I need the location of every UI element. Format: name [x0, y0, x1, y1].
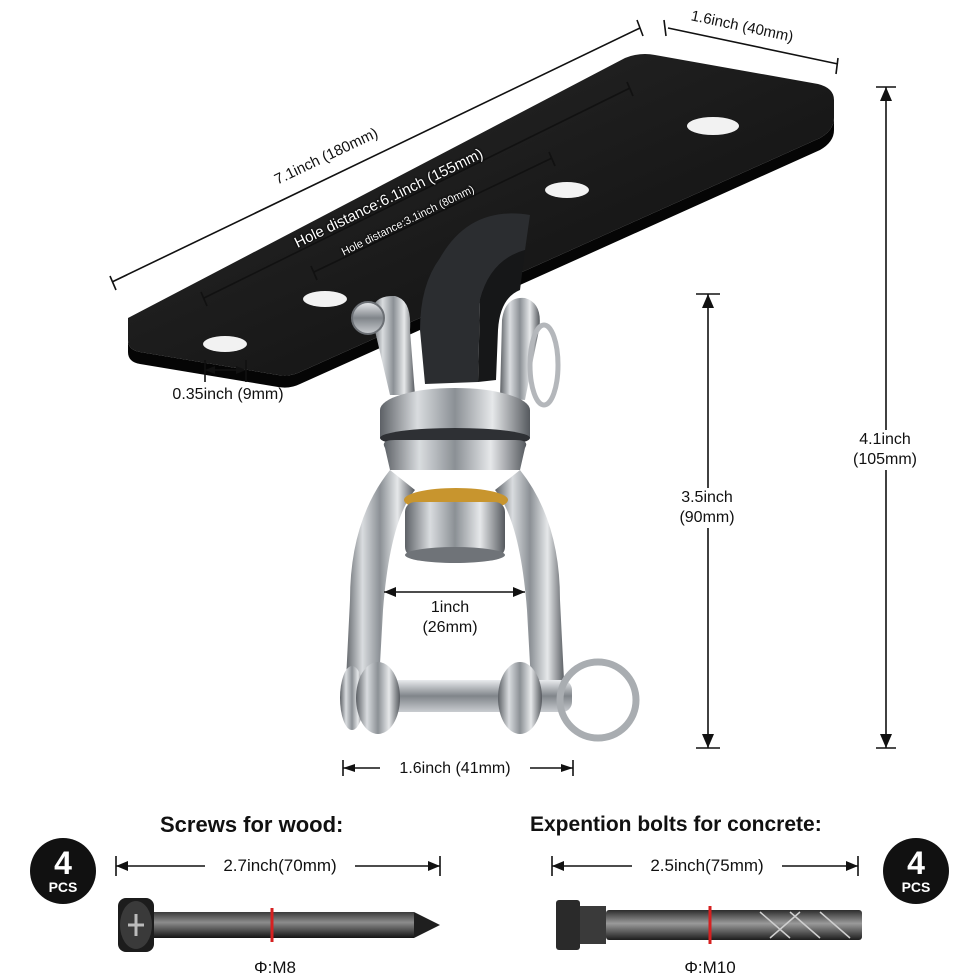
bolt-diameter-label: Φ:M10	[684, 958, 736, 977]
screws-unit: PCS	[48, 879, 78, 895]
bolt-length-label: 2.5inch(75mm)	[632, 856, 782, 876]
screw-length-label: 2.7inch(70mm)	[205, 856, 355, 876]
expansion-bolt	[556, 900, 862, 950]
dimension-arrowheads	[116, 87, 892, 871]
bolts-quantity-badge: 4 PCS	[883, 838, 949, 904]
dimension-lines	[109, 19, 896, 876]
screws-heading: Screws for wood:	[160, 812, 344, 837]
hole-diameter-label: 0.35inch (9mm)	[172, 386, 284, 403]
swivel-height-mm: (90mm)	[679, 509, 735, 526]
swivel-height-label: 3.5inch (90mm)	[662, 488, 752, 528]
swivel-height-inch: 3.5inch	[681, 489, 733, 506]
shackle-width-label: 1.6inch (41mm)	[380, 759, 530, 779]
mounting-hole-4	[687, 117, 739, 135]
screws-count: 4	[54, 845, 72, 881]
shackle-gap-inch: 1inch	[430, 599, 470, 616]
screws-quantity-badge: 4 PCS	[30, 838, 96, 904]
bolts-unit: PCS	[901, 879, 931, 895]
shackle-gap-mm: (26mm)	[422, 619, 478, 636]
bolts-heading: Expention bolts for concrete:	[530, 813, 822, 836]
screw-diameter-label: Φ:M8	[254, 958, 296, 977]
mounting-hole-3	[545, 182, 589, 198]
wood-screw	[118, 898, 440, 952]
mounting-plate	[128, 54, 834, 388]
mounting-hole-2	[303, 291, 347, 307]
bracket-lug	[420, 213, 530, 384]
bolts-count: 4	[907, 845, 925, 881]
mounting-hole-1	[203, 336, 247, 352]
total-height-inch: 4.1inch	[859, 431, 911, 448]
shackle-gap-label: 1inch (26mm)	[405, 598, 495, 638]
swivel-hook	[340, 295, 640, 742]
total-height-mm: (105mm)	[852, 451, 917, 468]
total-height-label: 4.1inch (105mm)	[840, 430, 930, 470]
